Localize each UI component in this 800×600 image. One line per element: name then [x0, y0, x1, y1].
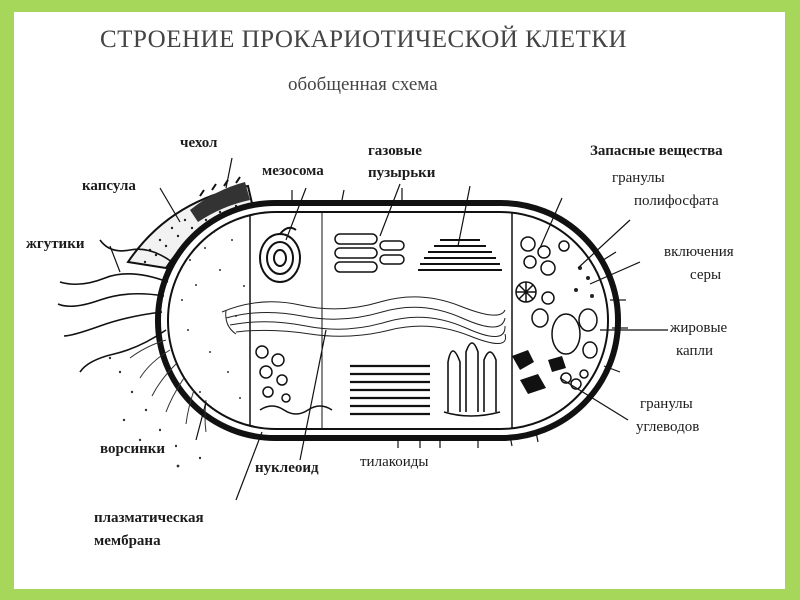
thylakoid-stack-bottom — [350, 366, 430, 414]
label-carbohydrate-line2: углеводов — [636, 419, 699, 436]
label-gas-vesicles-line1: газовые — [368, 143, 422, 160]
label-reserve-substances: Запасные вещества — [590, 143, 723, 160]
label-lipid-line2: капли — [676, 343, 713, 360]
label-sheath: чехол — [180, 135, 217, 152]
label-nucleoid: нуклеоид — [255, 460, 319, 477]
label-pili: ворсинки — [100, 441, 165, 458]
label-plasma-membrane-line1: плазматическая — [94, 510, 204, 527]
label-polyphosphate-line1: гранулы — [612, 170, 665, 187]
label-polyphosphate-line2: полифосфата — [634, 193, 719, 210]
label-capsule: капсула — [82, 178, 136, 195]
label-sulfur-line1: включения — [664, 244, 734, 261]
label-carbohydrate-line1: гранулы — [640, 396, 693, 413]
label-plasma-membrane-line2: мембрана — [94, 533, 161, 550]
label-thylakoids: тилакоиды — [360, 454, 429, 471]
label-gas-vesicles-line2: пузырьки — [368, 165, 435, 182]
label-flagella: жгутики — [26, 236, 84, 253]
cell-body — [158, 203, 618, 438]
label-mesosome: мезосома — [262, 163, 324, 180]
label-sulfur-line2: серы — [690, 267, 721, 284]
label-lipid-line1: жировые — [670, 320, 727, 337]
